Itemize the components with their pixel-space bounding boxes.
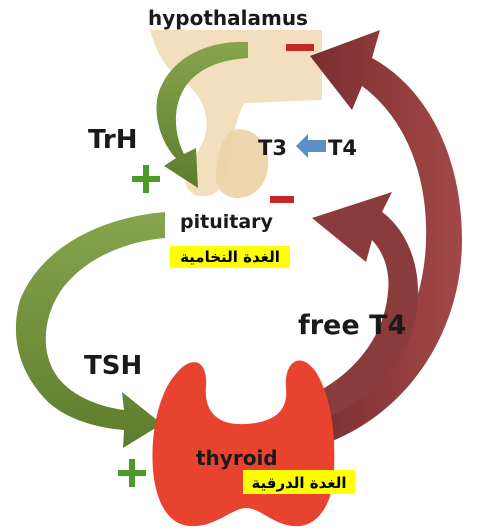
pituitary-label: pituitary — [180, 211, 274, 233]
thyroid-gland — [152, 360, 335, 527]
minus-icon — [270, 196, 294, 203]
plus-icon — [132, 165, 160, 193]
pituitary-ar-highlight — [170, 246, 290, 268]
t4-inhibit-pituitary-arrow — [300, 192, 418, 420]
tsh-stimulate-arrow — [15, 212, 165, 448]
trh-stimulate-arrow — [156, 41, 248, 188]
free-t4-label: free T4 — [298, 310, 406, 341]
trh-label: TrH — [88, 125, 137, 155]
pituitary-arabic-label: الغدة النخامية — [180, 248, 280, 266]
thyroid-arabic-label: الغدة الدرقية — [251, 474, 346, 492]
conversion-arrow-icon — [296, 134, 326, 158]
plus-icon — [118, 459, 146, 487]
thyroid-label: thyroid — [196, 446, 278, 470]
thyroid-ar-highlight — [243, 470, 355, 494]
hypothalamus-label: hypothalamus — [148, 6, 308, 30]
t3-label: T3 — [258, 136, 287, 160]
tsh-label: TSH — [84, 351, 142, 381]
t4-label: T4 — [328, 136, 357, 160]
t4-inhibit-hypothalamus-arrow — [310, 30, 462, 442]
minus-icon — [286, 44, 314, 51]
